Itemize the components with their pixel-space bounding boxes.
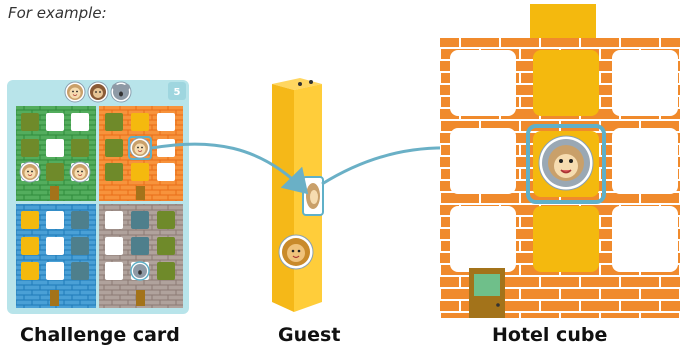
monkey-guest-icon <box>87 81 109 103</box>
guest-tower <box>272 78 324 312</box>
hedgehog-guest-icon <box>64 81 86 103</box>
caption: For example: <box>8 4 107 22</box>
guest-label: Guest <box>278 324 341 346</box>
tower-hole <box>298 82 302 86</box>
highlighted-window <box>128 136 152 160</box>
card-guest-icons <box>64 81 132 103</box>
green-building-windows <box>19 113 91 200</box>
koala-guest-icon <box>110 81 132 103</box>
arrow-card-to-guest <box>151 142 309 195</box>
hotel-cube-label: Hotel cube <box>492 324 608 346</box>
gray-building-windows <box>105 211 175 306</box>
challenge-card-label: Challenge card <box>20 324 180 346</box>
orange-building-windows <box>105 113 175 200</box>
card-number-badge <box>168 82 186 100</box>
lion-guest-icon <box>278 234 314 270</box>
koala-guest-icon <box>130 261 150 281</box>
blue-building-windows <box>21 211 89 306</box>
cube-highlight <box>526 124 606 204</box>
challenge-card: 5 <box>7 80 189 314</box>
door-window <box>474 274 500 296</box>
tower-hole <box>309 80 313 84</box>
roof-block <box>530 4 596 40</box>
hotel-cube <box>440 4 680 318</box>
hedgehog-guest-icon <box>538 135 594 191</box>
card-number: 5 <box>174 87 181 98</box>
